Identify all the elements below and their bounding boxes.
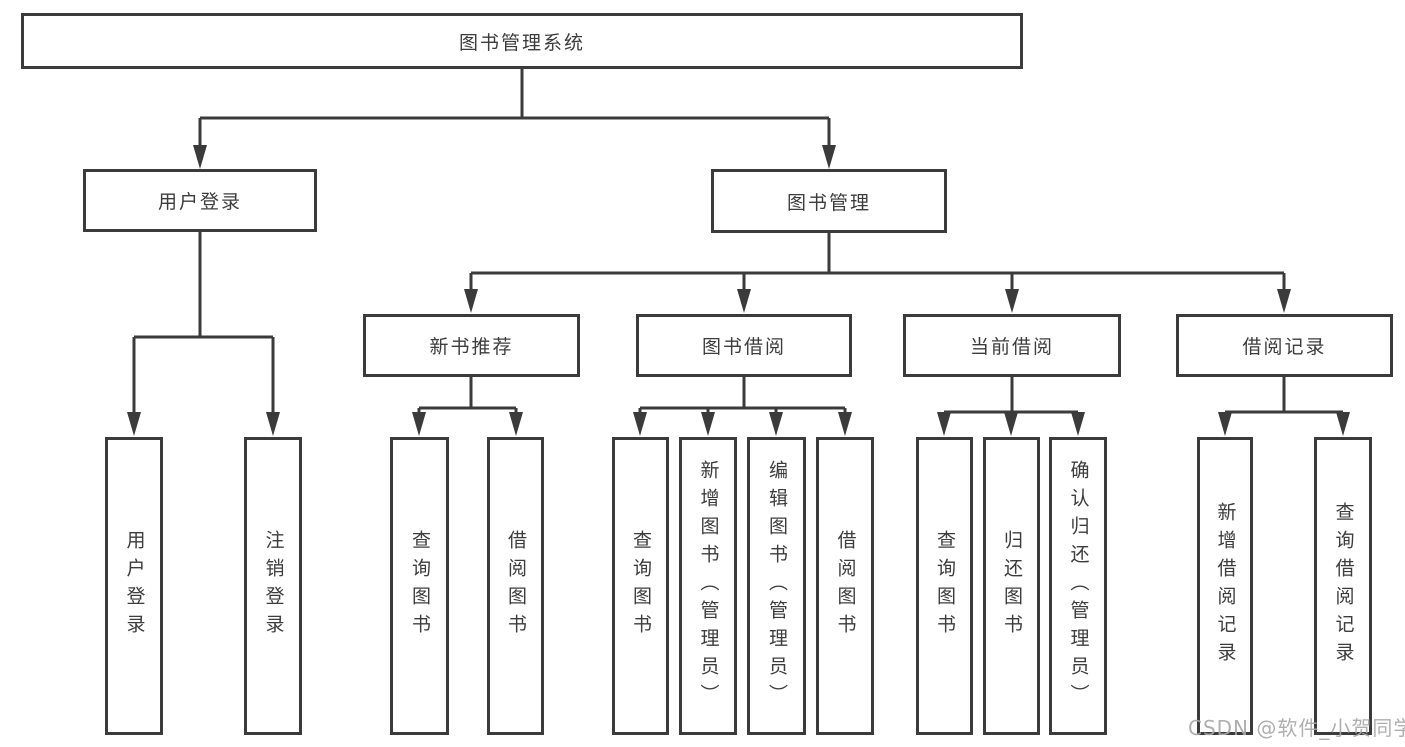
node-label: 借阅图书 — [505, 530, 527, 642]
node-confirm-return-admin: 确认归还（管理员） — [1049, 437, 1107, 735]
node-label: 归还图书 — [1001, 530, 1023, 642]
csdn-watermark: CSDN @软件_小贺同学 — [1188, 716, 1405, 740]
node-borrow-records: 借阅记录 — [1176, 314, 1393, 377]
node-label: 用户登录 — [123, 530, 146, 642]
node-borrow-books-recommend: 借阅图书 — [487, 437, 544, 735]
node-edit-books-admin: 编辑图书（管理员） — [747, 437, 806, 735]
node-label: 查询图书 — [409, 530, 431, 642]
node-label: 用户登录 — [157, 191, 242, 213]
node-label: 新增图书（管理员） — [697, 460, 720, 712]
node-label: 确认归还（管理员） — [1067, 460, 1090, 712]
node-label: 当前借阅 — [969, 336, 1054, 358]
node-add-borrow-record: 新增借阅记录 — [1197, 437, 1253, 735]
node-query-books-current: 查询图书 — [916, 437, 973, 735]
node-label: 查询借阅记录 — [1332, 502, 1355, 670]
node-logout: 注销登录 — [244, 437, 302, 735]
node-label: 编辑图书（管理员） — [766, 460, 788, 712]
node-label: 图书借阅 — [701, 336, 786, 358]
node-label: 借阅记录 — [1242, 336, 1327, 358]
node-label: 查询图书 — [630, 530, 652, 642]
node-user-login-leaf: 用户登录 — [105, 437, 163, 735]
node-query-books-borrow: 查询图书 — [612, 437, 669, 735]
node-new-book-recommend: 新书推荐 — [363, 314, 580, 377]
node-label: 新增借阅记录 — [1214, 502, 1237, 670]
node-return-books: 归还图书 — [983, 437, 1040, 735]
node-label: 新书推荐 — [429, 336, 514, 358]
node-borrow-books-leaf: 借阅图书 — [816, 437, 874, 735]
node-query-borrow-record: 查询借阅记录 — [1314, 437, 1372, 735]
node-label: 借阅图书 — [834, 530, 857, 642]
node-user-login: 用户登录 — [83, 169, 317, 232]
node-label: 图书管理 — [786, 191, 871, 214]
node-label: 注销登录 — [262, 530, 285, 642]
node-query-books-recommend: 查询图书 — [390, 437, 449, 735]
node-label: 图书管理系统 — [458, 31, 585, 54]
node-label: 查询图书 — [934, 530, 956, 642]
node-library-management-system: 图书管理系统 — [21, 13, 1023, 69]
node-book-borrow: 图书借阅 — [636, 314, 852, 377]
node-add-books-admin: 新增图书（管理员） — [679, 437, 737, 735]
node-current-borrow: 当前借阅 — [903, 314, 1121, 377]
node-book-management: 图书管理 — [711, 169, 947, 233]
